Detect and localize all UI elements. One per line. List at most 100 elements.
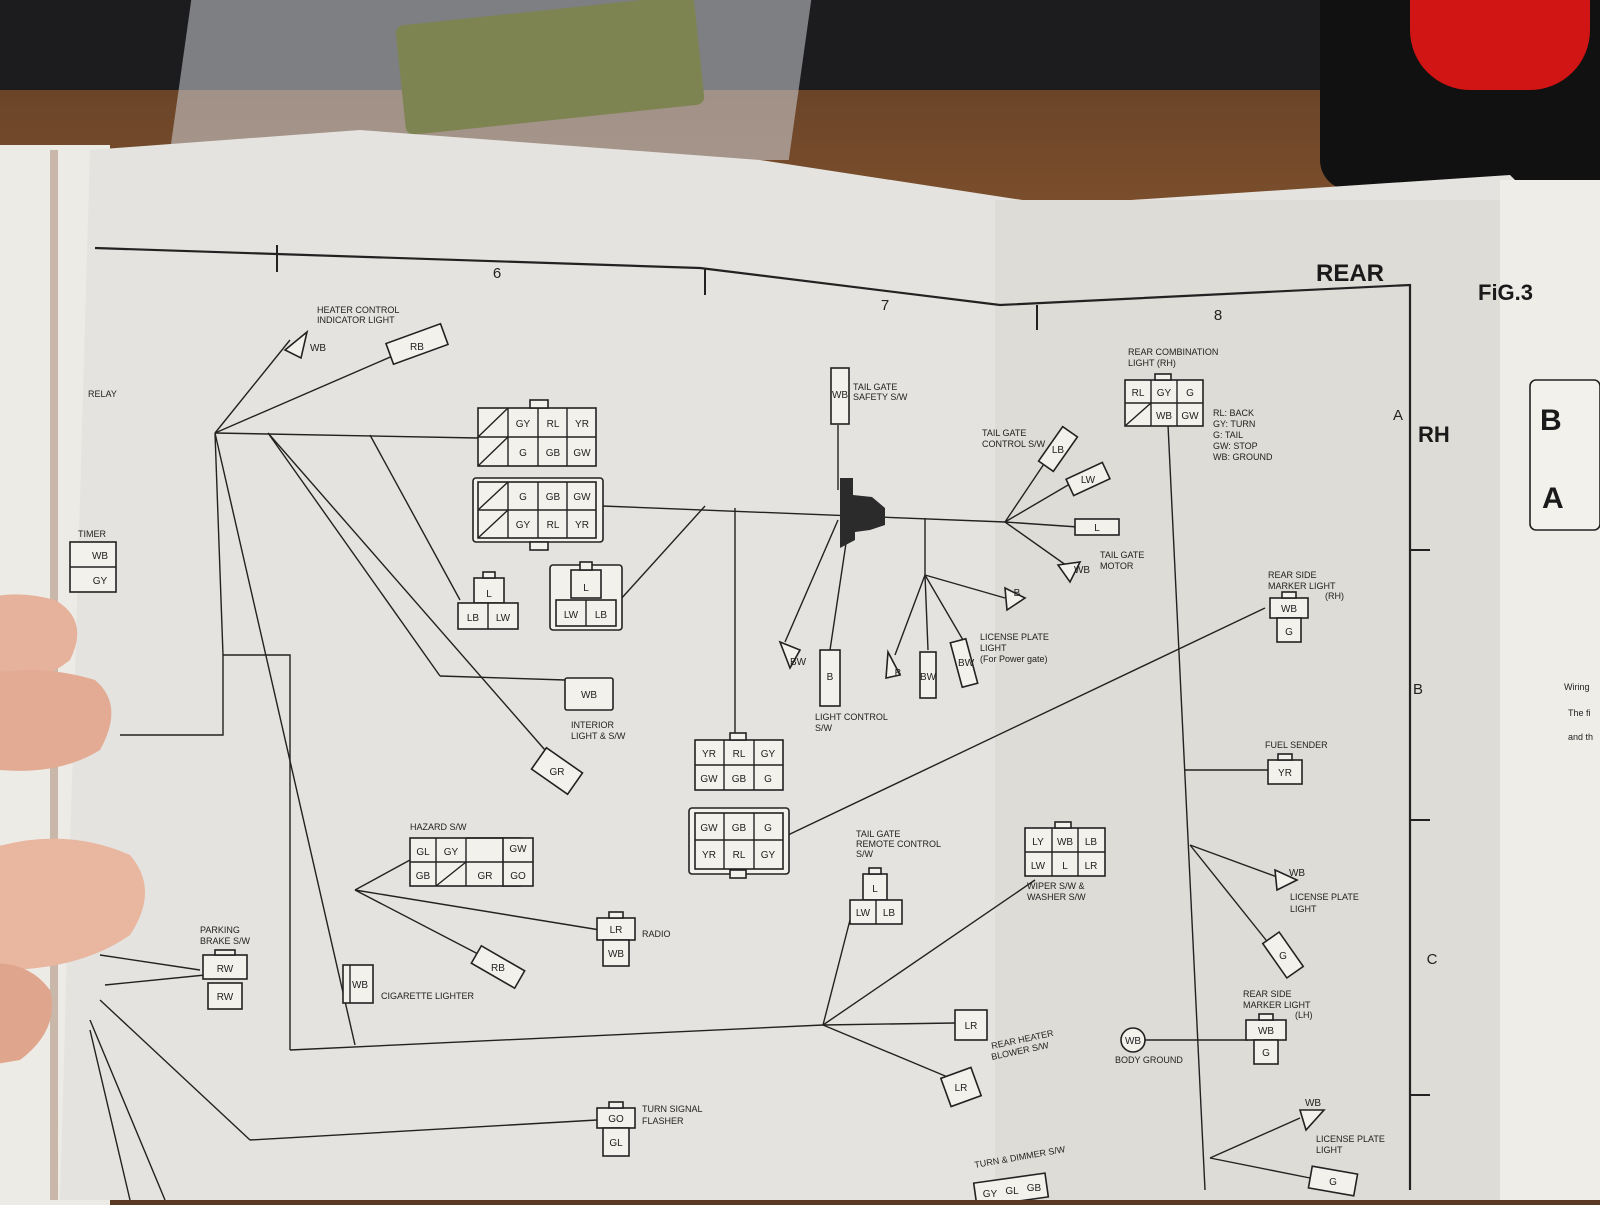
heater-pin-rb: RB: [410, 342, 424, 353]
small-connector-mid: [549, 561, 623, 631]
lp-top-label-2: LIGHT: [980, 643, 1007, 653]
body-ground-symbol: [1120, 1027, 1146, 1053]
fuel-pin-yr: YR: [1278, 768, 1292, 779]
small-connector-left: [457, 571, 519, 630]
hazard-label: HAZARD S/W: [410, 822, 467, 832]
ct2-pin-2: GW: [573, 492, 591, 503]
ct2-pin-5: YR: [575, 520, 589, 531]
tgm-pin-wb: WB: [1074, 565, 1090, 576]
lp-bot-arrow: [1298, 1109, 1326, 1132]
smr-label-3: (RH): [1325, 591, 1344, 601]
lc-bw-arrow: [778, 640, 802, 670]
grid-row-c: C: [1427, 951, 1438, 968]
next-page-panel: [1500, 180, 1600, 1200]
ct1-pin-4: GB: [546, 448, 561, 459]
cm1-pin-5: G: [764, 774, 772, 785]
tsf-label-2: FLASHER: [642, 1116, 684, 1126]
pb-connector-2: [207, 982, 243, 1010]
next-page-b: B: [1540, 404, 1562, 437]
red-object: [1410, 0, 1590, 90]
lp-mid-label-2: LIGHT: [1290, 904, 1317, 914]
td-pin-0: GY: [983, 1189, 998, 1200]
ct1-pin-0: GY: [516, 419, 531, 430]
hz-pin-3: GB: [416, 871, 431, 882]
ct2-pin-0: G: [519, 492, 527, 503]
wp-pin-4: L: [1062, 861, 1068, 872]
smr-pin-wb: WB: [1281, 604, 1297, 615]
rh-connector-1: [954, 1009, 988, 1041]
body-ground-label: BODY GROUND: [1115, 1055, 1183, 1065]
td-connector: [972, 1172, 1050, 1200]
cig-label: CIGARETTE LIGHTER: [381, 991, 475, 1001]
lp-pin-bw: BW: [920, 672, 937, 683]
lp-top-label-1: LICENSE PLATE: [980, 632, 1049, 642]
legend-3: GW: STOP: [1213, 441, 1258, 451]
connector-top-2: [472, 477, 604, 551]
lp-bw-connector-2: [949, 637, 979, 689]
sml-label-2: MARKER LIGHT: [1243, 1000, 1311, 1010]
lp-bot-pin-wb: WB: [1305, 1098, 1321, 1109]
next-page-wiring: Wiring: [1564, 682, 1590, 692]
wp-pin-3: LW: [1031, 861, 1046, 872]
tail-gate-safety-connector: [830, 367, 850, 425]
tgc-lw-connector: [1065, 461, 1111, 497]
tsf-pin-gl: GL: [609, 1138, 623, 1149]
lp-mid-pin-wb: WB: [1289, 868, 1305, 879]
tgr-label-3: S/W: [856, 849, 874, 859]
rcl-pin-4: GW: [1181, 411, 1199, 422]
interior-connector: [564, 677, 614, 711]
wiper-connector: [1024, 821, 1106, 877]
tgc-pin-l: L: [1094, 523, 1100, 534]
hand: [0, 594, 145, 1064]
hz-pin-0: GL: [416, 847, 430, 858]
grid-row-a: A: [1393, 407, 1403, 424]
cig-connector: [342, 964, 374, 1004]
rcl-label-2: LIGHT (RH): [1128, 358, 1176, 368]
lp-pin-bw2: BW: [958, 658, 975, 669]
grid-col-8: 8: [1214, 307, 1222, 324]
pb-label-2: BRAKE S/W: [200, 936, 251, 946]
td-label: TURN & DIMMER S/W: [974, 1144, 1067, 1170]
rear-combination-connector: [1124, 373, 1204, 427]
int-label-2: LIGHT & S/W: [571, 731, 626, 741]
radio-label: RADIO: [642, 929, 671, 939]
tgc-l-connector: [1074, 518, 1120, 536]
tgm-label-1: TAIL GATE: [1100, 550, 1144, 560]
cig-pin-rb: RB: [491, 963, 505, 974]
lp-bot-pin-g: G: [1329, 1177, 1337, 1188]
hz-pin-2: GW: [509, 844, 527, 855]
tgc-label-2: CONTROL S/W: [982, 439, 1046, 449]
scl-pin-1: LB: [467, 613, 480, 624]
timer-label: TIMER: [78, 529, 106, 539]
radio-pin-wb: WB: [608, 949, 624, 960]
timer-pin-gy: GY: [93, 576, 108, 587]
pb-label-1: PARKING: [200, 925, 240, 935]
lp-mid-arrow: [1274, 868, 1299, 892]
legend-4: WB: GROUND: [1213, 452, 1273, 462]
ct1-pin-3: G: [519, 448, 527, 459]
lc-label-2: S/W: [815, 723, 833, 733]
cm2-pin-4: RL: [733, 850, 746, 861]
smr-label-1: REAR SIDE: [1268, 570, 1317, 580]
lc-pin-b: B: [827, 672, 834, 683]
wp-pin-2: LB: [1085, 837, 1098, 848]
sml-label-1: REAR SIDE: [1243, 989, 1292, 999]
lp-mid-pin-g: G: [1279, 951, 1287, 962]
lp-b-arrow: [885, 649, 902, 680]
pb-pin-rw2: RW: [217, 992, 234, 1003]
next-page-the: The fi: [1568, 708, 1591, 718]
ct1-pin-2: YR: [575, 419, 589, 430]
next-page-a: A: [1542, 482, 1564, 515]
rh-pin-lr2: LR: [955, 1083, 968, 1094]
cm2-pin-5: GY: [761, 850, 776, 861]
side-label: RH: [1418, 422, 1450, 447]
scl-pin-0: L: [486, 589, 492, 600]
wp-pin-1: WB: [1057, 837, 1073, 848]
td-pin-1: GL: [1005, 1186, 1019, 1197]
smr-label-2: MARKER LIGHT: [1268, 581, 1336, 591]
rcl-pin-3: WB: [1156, 411, 1172, 422]
scm-pin-1: LW: [564, 610, 579, 621]
connector-mid-1: [694, 732, 784, 791]
heater-indicator-connector: [384, 322, 450, 366]
int-label-1: INTERIOR: [571, 720, 615, 730]
